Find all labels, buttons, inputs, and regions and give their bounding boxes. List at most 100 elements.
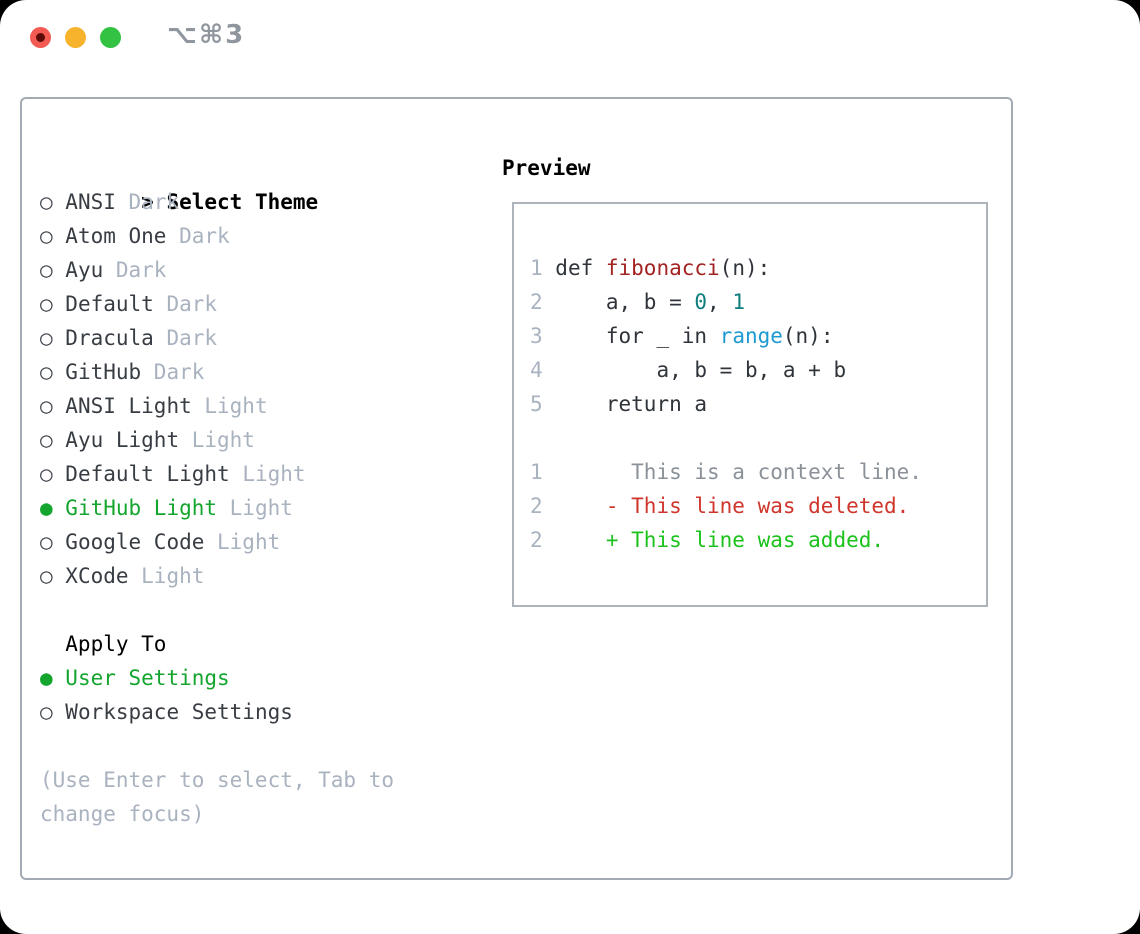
theme-option[interactable]: ○ Default Light Light — [40, 457, 470, 491]
code-token-code: for _ in — [555, 324, 720, 348]
radio-unselected-icon: ○ — [40, 292, 53, 316]
line-number: 5 — [530, 392, 543, 416]
theme-option[interactable]: ○ Atom One Dark — [40, 219, 470, 253]
spacer — [40, 593, 470, 627]
code-token-number: 1 — [732, 290, 745, 314]
theme-variant: Light — [191, 394, 268, 418]
theme-name: Ayu Light — [65, 428, 180, 452]
preview-title: Preview — [502, 156, 591, 180]
code-token-code: def — [555, 256, 606, 280]
theme-picker-panel: >Select Theme ○ ANSI Dark ○ Atom One Dark ○ A… — [20, 97, 1013, 880]
theme-option[interactable]: ○XCode Light — [40, 559, 470, 593]
theme-variant: Light — [229, 462, 306, 486]
theme-name: Ayu — [65, 258, 104, 282]
theme-name: GitHub — [65, 360, 142, 384]
theme-name: Google Code — [65, 530, 205, 554]
radio-unselected-icon: ○ — [40, 258, 53, 282]
code-token-context: This is a context line. — [555, 460, 922, 484]
theme-option[interactable]: ○ GitHub Dark — [40, 355, 470, 389]
apply-to-header: Apply To — [65, 632, 167, 656]
apply-to-label: Workspace Settings — [65, 700, 293, 724]
code-token-function: fibonacci — [605, 256, 720, 280]
apply-to-option[interactable]: ○ Workspace Settings — [40, 695, 470, 729]
radio-unselected-icon: ○ — [40, 360, 53, 384]
spacer — [40, 729, 470, 763]
radio-unselected-icon: ○ — [40, 394, 53, 418]
radio-unselected-icon: ○ — [40, 700, 53, 724]
theme-variant: Light — [204, 530, 281, 554]
theme-name: ANSI — [65, 190, 116, 214]
theme-variant: Dark — [153, 326, 218, 350]
theme-name: Default — [65, 292, 154, 316]
radio-unselected-icon: ○ — [40, 326, 53, 350]
code-token-number: 0 — [694, 290, 708, 314]
theme-panel-left: >Select Theme ○ ANSI Dark ○ Atom One Dark ○ A… — [40, 151, 470, 831]
maximize-button[interactable] — [100, 27, 121, 48]
window-title: ⌥⌘3 — [167, 20, 246, 50]
line-number: 2 — [530, 528, 543, 552]
code-token-code: return a — [555, 392, 708, 416]
code-token-added: + This line was added. — [555, 528, 885, 552]
code-token-deleted: - This line was deleted. — [555, 494, 910, 518]
theme-options-list: ○ ANSI Dark ○ Atom One Dark ○ Ayu Dark ○ Defaul… — [40, 185, 470, 593]
code-token-builtin: range — [719, 324, 783, 348]
theme-variant: Dark — [115, 190, 180, 214]
line-number: 1 — [530, 256, 543, 280]
line-number: 2 — [530, 494, 543, 518]
line-number: 3 — [530, 324, 543, 348]
radio-unselected-icon: ○ — [40, 190, 53, 214]
theme-variant: Dark — [103, 258, 167, 282]
line-number: 1 — [530, 460, 543, 484]
close-button[interactable] — [30, 27, 51, 48]
code-line: 2 - This line was deleted. — [530, 489, 986, 523]
radio-unselected-icon: ○ — [40, 530, 53, 554]
theme-name: ANSI Light — [65, 394, 192, 418]
theme-option[interactable]: ○ ANSI Light Light — [40, 389, 470, 423]
theme-name: Dracula — [65, 326, 154, 350]
theme-option[interactable]: ○ Google Code Light — [40, 525, 470, 559]
theme-name: XCode — [65, 564, 129, 588]
radio-unselected-icon: ○ — [40, 462, 53, 486]
apply-to-label: User Settings — [65, 666, 230, 690]
theme-variant: Light — [217, 496, 293, 520]
theme-variant: Light — [179, 428, 255, 452]
apply-to-options: ● User Settings ○ Workspace Settings — [40, 661, 470, 729]
theme-variant: Dark — [166, 224, 230, 248]
theme-name: Default Light — [65, 462, 230, 486]
radio-unselected-icon: ○ — [40, 224, 53, 248]
radio-selected-icon: ● — [40, 666, 53, 690]
code-line: 3 for _ in range(n): — [530, 319, 986, 353]
theme-option[interactable]: ○ Ayu Dark — [40, 253, 470, 287]
theme-name: GitHub Light — [65, 496, 218, 520]
code-token-code: (n): — [782, 324, 834, 348]
theme-variant: Light — [128, 564, 205, 588]
theme-option[interactable]: ○ ANSI Dark — [40, 185, 470, 219]
theme-variant: Dark — [153, 292, 218, 316]
select-theme-header: >Select Theme — [40, 151, 470, 214]
radio-selected-icon: ● — [40, 496, 53, 520]
code-token-code: a, b = b, a + b — [555, 358, 847, 382]
theme-option[interactable]: ● GitHub Light Light — [40, 491, 470, 525]
code-token-code: a, b = — [555, 290, 695, 314]
code-line — [530, 421, 986, 455]
theme-option[interactable]: ○ Default Dark — [40, 287, 470, 321]
theme-option[interactable]: ○ Ayu Light Light — [40, 423, 470, 457]
close-dot-icon — [36, 33, 45, 42]
code-line: 4 a, b = b, a + b — [530, 353, 986, 387]
code-line: 1 This is a context line. — [530, 455, 986, 489]
code-token-code: (n): — [719, 256, 771, 280]
apply-to-option[interactable]: ● User Settings — [40, 661, 470, 695]
code-line: 2 + This line was added. — [530, 523, 986, 557]
theme-option[interactable]: ○ Dracula Dark — [40, 321, 470, 355]
line-number: 4 — [530, 358, 543, 382]
help-text: (Use Enter to select, Tab to change focu… — [40, 768, 395, 826]
code-line: 2 a, b = 0, 1 — [530, 285, 986, 319]
theme-name: Atom One — [65, 224, 167, 248]
minimize-button[interactable] — [65, 27, 86, 48]
select-theme-title: Select Theme — [166, 190, 319, 214]
code-token-code: , — [707, 290, 733, 314]
radio-unselected-icon: ○ — [40, 428, 53, 452]
theme-variant: Dark — [141, 360, 205, 384]
